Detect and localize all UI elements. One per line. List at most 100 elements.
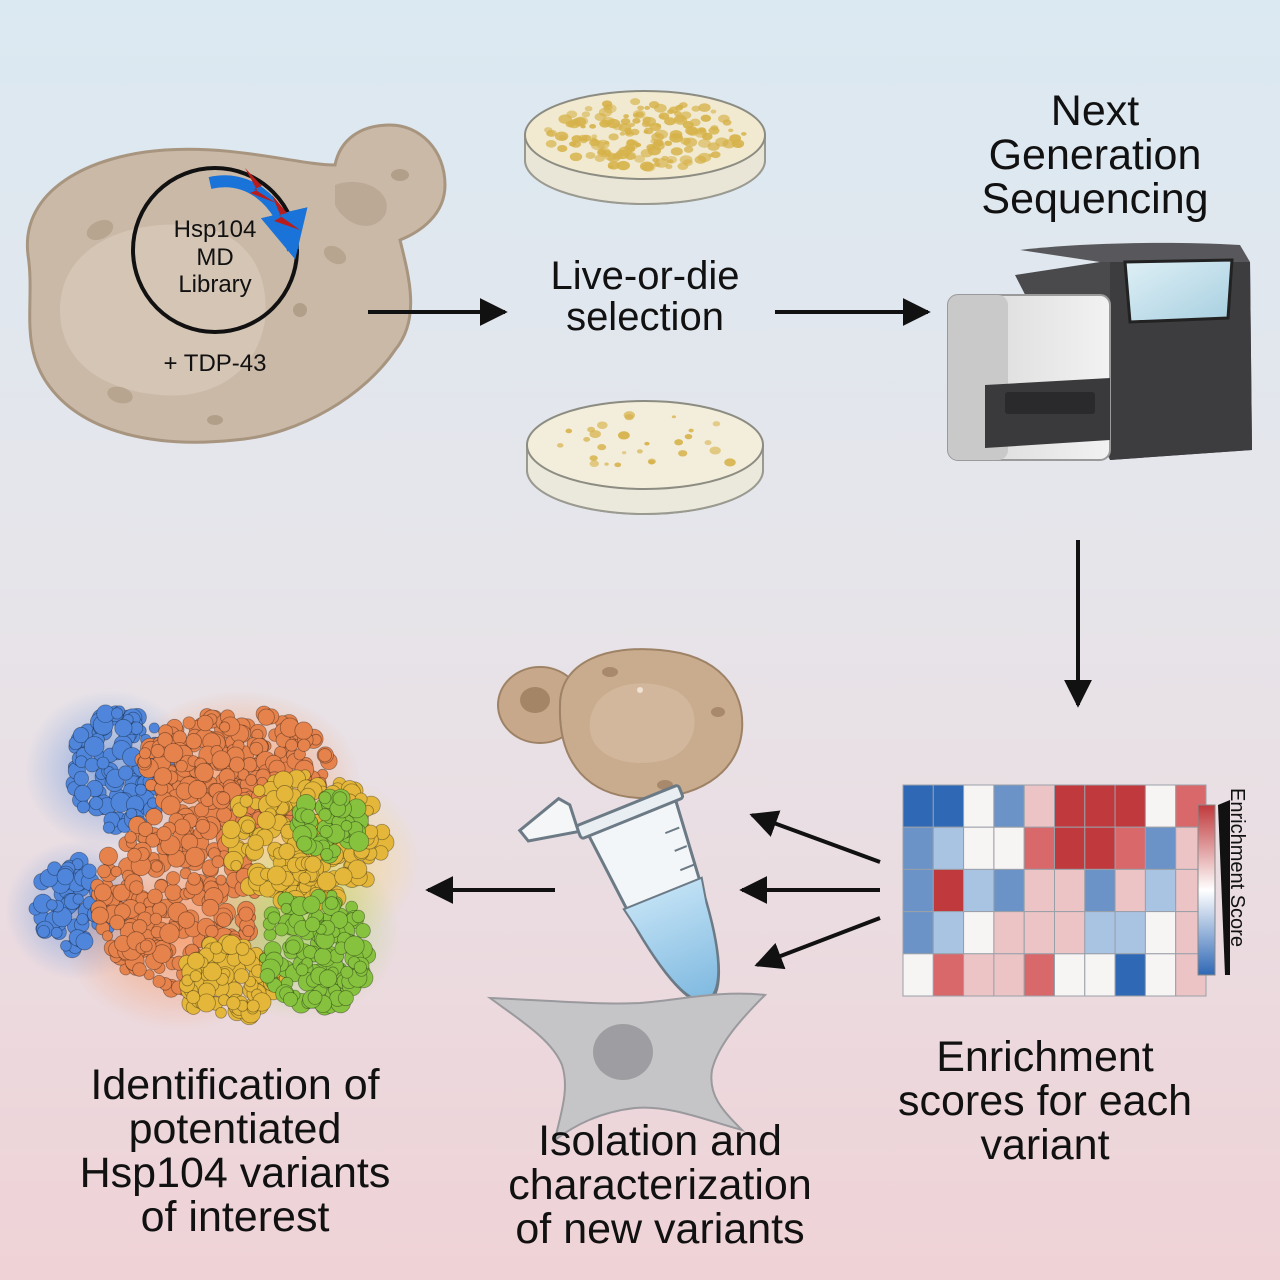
protein-atom	[332, 791, 348, 806]
identification-label-line: Hsp104 variants	[79, 1148, 391, 1197]
colony	[596, 421, 608, 429]
protein-atom	[72, 893, 84, 905]
isolation-label-line: of new variants	[515, 1204, 805, 1253]
heatmap-cell	[963, 911, 995, 955]
protein-atom	[215, 874, 227, 886]
colony	[652, 157, 660, 163]
protein-atom	[233, 968, 250, 984]
colony	[677, 162, 689, 171]
colony	[568, 119, 581, 129]
heatmap-cell	[1144, 868, 1177, 913]
protein-atom	[177, 911, 196, 929]
protein-atom	[160, 795, 181, 816]
heatmap-cell	[963, 826, 995, 870]
protein-atom	[149, 912, 163, 926]
protein-atom	[221, 819, 241, 840]
colony	[694, 129, 708, 138]
lightning-bolt-icon	[245, 168, 276, 203]
heatmap-cell	[993, 868, 1025, 913]
arrow-enrichment-to-yeast	[749, 810, 881, 864]
protein-atom	[201, 898, 220, 917]
colony	[683, 146, 694, 153]
protein-atom	[101, 930, 114, 942]
protein-atom	[159, 923, 180, 944]
colony	[631, 141, 638, 146]
protein-atom	[189, 970, 202, 983]
protein-atom	[124, 831, 137, 844]
protein-atom	[152, 944, 172, 964]
heatmap-cell	[963, 868, 995, 913]
heatmap-cell	[932, 911, 965, 955]
protein-atom	[56, 868, 74, 886]
heatmap-cell	[1084, 953, 1116, 997]
protein-atom	[175, 759, 188, 773]
protein-atom	[235, 942, 250, 956]
protein-atom	[205, 924, 219, 939]
heatmap-cell	[993, 826, 1025, 870]
colony	[678, 450, 688, 457]
protein-atom	[195, 819, 211, 834]
protein-atom	[257, 708, 275, 726]
colony	[644, 105, 651, 110]
protein-atom	[197, 714, 214, 732]
colony	[545, 140, 557, 148]
arrow-enrichment-to-cell	[754, 916, 881, 970]
protein-atom	[343, 935, 365, 957]
heatmap-cell	[1054, 953, 1086, 997]
plasmid-label: Hsp104 MD Library	[145, 216, 285, 299]
protein-atom	[156, 826, 172, 842]
enrichment-scale-wedge	[1218, 800, 1230, 975]
heatmap-cell	[1084, 784, 1116, 828]
colony	[724, 458, 736, 467]
protein-atom	[173, 818, 191, 836]
colony	[597, 147, 611, 158]
colony	[694, 155, 707, 164]
protein-atom	[90, 906, 109, 925]
colony	[589, 455, 598, 462]
colony	[556, 443, 564, 448]
identification-label-line: Identification of	[90, 1061, 380, 1109]
protein-atom	[296, 835, 313, 852]
protein-atom	[226, 996, 241, 1011]
protein-atom	[259, 968, 276, 984]
protein-atom	[96, 756, 110, 770]
protein-atom	[202, 962, 222, 982]
protein-atom	[147, 888, 163, 905]
heatmap-cell	[1114, 953, 1146, 997]
protein-atom	[139, 939, 153, 953]
colony	[569, 152, 583, 162]
protein-structure-icon	[5, 690, 420, 1030]
protein-atom	[152, 974, 166, 988]
protein-atom	[330, 911, 349, 929]
colony	[684, 433, 693, 440]
colony	[599, 119, 611, 128]
colony	[709, 446, 721, 455]
protein-atom	[50, 926, 63, 939]
colony	[741, 132, 747, 136]
colony	[664, 117, 676, 126]
protein-atom	[249, 741, 264, 756]
heatmap-cell	[932, 784, 965, 828]
colony	[623, 411, 636, 420]
protein-atom	[211, 855, 225, 869]
protein-atom	[307, 989, 323, 1005]
colony	[625, 130, 635, 137]
colony	[627, 146, 636, 153]
colony	[604, 141, 610, 145]
heatmap-cell	[1023, 911, 1055, 955]
protein-atom	[89, 796, 104, 811]
enrichment-label-line: variant	[980, 1120, 1110, 1169]
isolation-label: Isolation and characterization of new va…	[475, 1119, 845, 1253]
sequencer-machine-icon	[947, 242, 1252, 461]
heatmap-cell	[1144, 784, 1177, 828]
protein-atom	[196, 993, 216, 1013]
colony	[674, 114, 686, 123]
protein-atom	[209, 941, 223, 955]
colony	[728, 128, 734, 133]
colony	[644, 441, 650, 446]
colony	[583, 436, 591, 442]
protein-atom	[318, 791, 332, 805]
colony	[698, 103, 711, 112]
colony	[589, 460, 600, 467]
